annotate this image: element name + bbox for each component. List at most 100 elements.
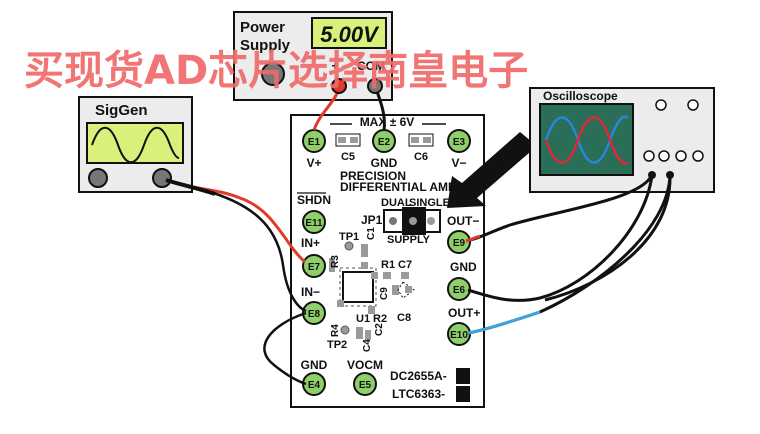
terminal-e9[interactable]: E9: [447, 230, 471, 254]
pad-u1-b: [371, 272, 378, 279]
label-tp1: TP1: [339, 231, 359, 243]
label-r4: R4: [330, 324, 341, 337]
resistor-r4-pad: [356, 327, 363, 339]
label-c2: C2: [374, 323, 385, 336]
wire-scope-outplus: [467, 174, 672, 335]
capacitor-c6: [408, 133, 434, 147]
capacitor-c9: [392, 285, 399, 295]
resistor-r3: [329, 258, 335, 272]
resistor-r2: [368, 306, 375, 314]
supply-label: SUPPLY: [387, 234, 431, 246]
terminal-e2[interactable]: E2: [372, 129, 396, 153]
terminal-e7[interactable]: E7: [302, 254, 326, 278]
siggen-knob[interactable]: [88, 168, 108, 188]
scope-input-2[interactable]: [658, 150, 670, 162]
com-terminal-jack[interactable]: [367, 78, 383, 94]
terminal-label-vplus: V+: [306, 156, 321, 170]
terminal-label-outminus: OUT−: [447, 214, 479, 228]
part-box-2: [456, 386, 470, 402]
label-r1: R1: [381, 259, 395, 271]
svg-text:E8: E8: [308, 309, 321, 320]
label-r3: R3: [330, 255, 341, 268]
part-number-ltc6363: LTC6363-: [392, 387, 445, 401]
capacitor-c8: [405, 286, 412, 293]
svg-text:E2: E2: [378, 137, 391, 148]
terminal-label-inminus: IN−: [301, 285, 320, 299]
oscilloscope-screen: [539, 103, 634, 176]
scope-input-3[interactable]: [675, 150, 687, 162]
pad-u1-c: [361, 262, 368, 269]
jp1-label: JP1: [361, 213, 383, 227]
label-tp2: TP2: [327, 339, 347, 351]
terminal-label-inplus: IN+: [301, 236, 320, 250]
svg-text:E10: E10: [450, 330, 468, 341]
label-r2: R2: [373, 313, 387, 325]
svg-text:E3: E3: [453, 137, 466, 148]
max-voltage-label: MAX ± 6V: [360, 115, 415, 129]
terminal-e10[interactable]: E10: [447, 322, 471, 346]
terminal-e5[interactable]: E5: [353, 372, 377, 396]
svg-text:E1: E1: [308, 137, 321, 148]
dual-label: DUAL: [381, 197, 412, 209]
svg-text:E7: E7: [308, 262, 321, 273]
pad-u1: [337, 300, 344, 307]
jumper-jp1[interactable]: [383, 207, 441, 235]
scope-trace-blue: [544, 115, 629, 164]
terminal-e4[interactable]: E4: [302, 372, 326, 396]
wire-siggen-ground: [165, 178, 307, 313]
plus-label: +: [331, 59, 338, 73]
svg-text:E9: E9: [453, 238, 466, 249]
terminal-label-gnd-right: GND: [450, 260, 477, 274]
oscilloscope-title: Oscilloscope: [543, 89, 618, 103]
label-c7: C7: [398, 259, 412, 271]
svg-text:E6: E6: [453, 285, 466, 296]
terminal-label-gnd-top: GND: [371, 156, 398, 170]
capacitor-c5: [335, 133, 361, 147]
scope-trace-red: [544, 116, 629, 165]
svg-text:E5: E5: [359, 380, 372, 391]
scope-input-1[interactable]: [643, 150, 655, 162]
power-supply-title-2: Supply: [240, 37, 291, 54]
scope-input-4[interactable]: [692, 150, 704, 162]
label-u1: U1: [356, 313, 370, 325]
terminal-e11[interactable]: E11: [302, 210, 326, 234]
terminal-e6[interactable]: E6: [447, 277, 471, 301]
label-c9: C9: [379, 287, 390, 300]
board-title-line2: DIFFERENTIAL AMPL: [340, 180, 463, 194]
test-point-tp1[interactable]: [344, 241, 354, 251]
capacitor-c7: [401, 272, 409, 279]
board-title-line1: PRECISION: [340, 169, 406, 183]
terminal-e3[interactable]: E3: [447, 129, 471, 153]
wire-scope-gnd: [467, 174, 654, 302]
part-box-1: [456, 368, 470, 384]
scope-knob-1[interactable]: [655, 99, 667, 111]
label-c1: C1: [366, 227, 377, 240]
siggen-screen: [86, 122, 184, 164]
label-c4: C4: [362, 339, 373, 352]
plus-terminal-jack[interactable]: [331, 78, 347, 94]
siggen-title: SigGen: [95, 102, 148, 119]
siggen-sine-wave: [91, 126, 180, 164]
terminal-e1[interactable]: E1: [302, 129, 326, 153]
terminal-label-gnd-bottom: GND: [301, 358, 328, 372]
siggen-output-jack[interactable]: [152, 168, 172, 188]
svg-text:E11: E11: [305, 218, 323, 229]
power-supply-title-1: Power: [240, 19, 285, 36]
svg-text:E4: E4: [308, 380, 321, 391]
wire-inminus-gnd: [263, 311, 307, 386]
power-supply-display: [311, 17, 387, 49]
part-number-dc2655a: DC2655A-: [390, 369, 447, 383]
test-point-tp2[interactable]: [340, 325, 350, 335]
com-label: COM: [357, 59, 385, 73]
capacitor-c4: [365, 330, 371, 340]
capacitor-c1: [361, 244, 368, 257]
power-supply-knob[interactable]: [261, 62, 285, 86]
shdn-label: SHDN: [297, 193, 331, 207]
terminal-e8[interactable]: E8: [302, 301, 326, 325]
power-supply-voltage: 5.00V: [320, 22, 380, 47]
wire-scope-outminus: [469, 174, 654, 242]
terminal-label-outplus: OUT+: [448, 306, 480, 320]
scope-knob-2[interactable]: [687, 99, 699, 111]
